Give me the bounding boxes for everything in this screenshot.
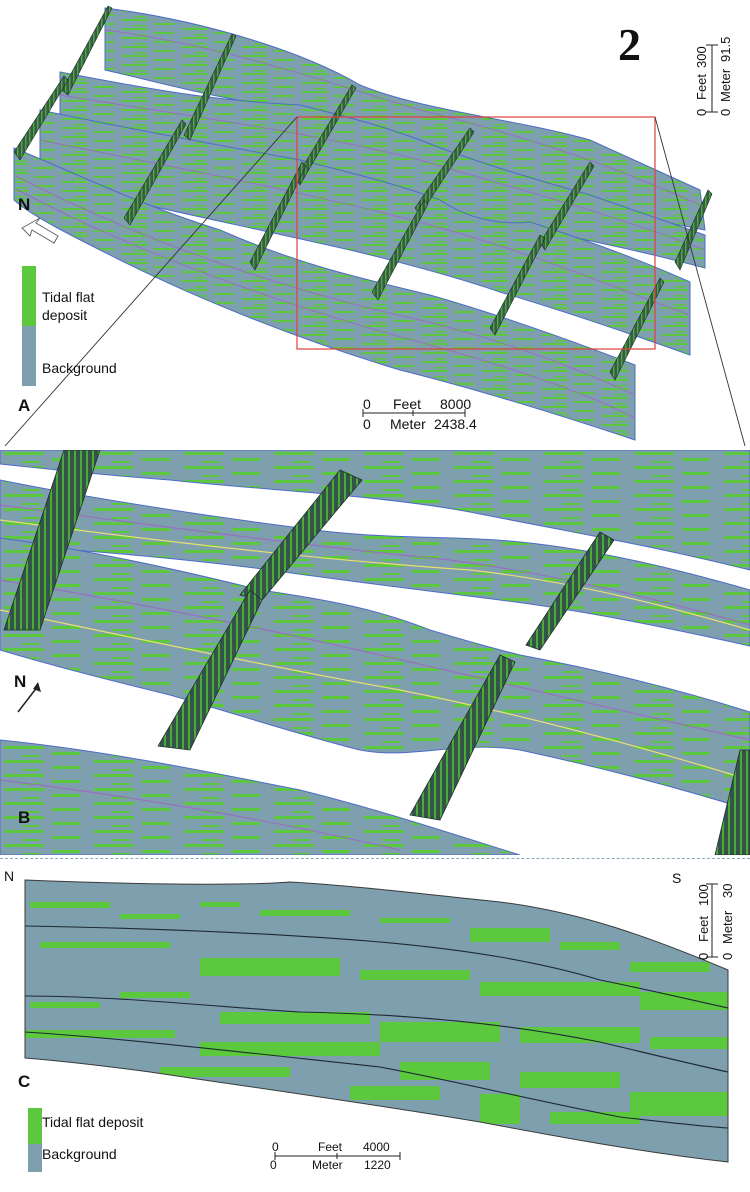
vscale-feet-start: 0 <box>694 108 709 116</box>
horizon-lines-b <box>0 504 750 851</box>
vscale-c-meter-end: 30 <box>720 883 735 898</box>
scale-meter-start: 0 <box>363 416 371 432</box>
vertical-scale-bar <box>706 44 718 113</box>
north-label-c: N <box>4 868 15 884</box>
horizon-lines <box>13 29 706 419</box>
scale-c-feet-start: 0 <box>272 1140 279 1154</box>
horizontal-scale-bar-c <box>274 1152 401 1160</box>
south-label-c: S <box>672 870 682 886</box>
scale-meter-end: 2438.4 <box>434 416 477 432</box>
panel-a: 2 N Tidal flat deposit Background A 0 Fe… <box>0 0 750 446</box>
legend-c-swatch-background <box>28 1144 42 1172</box>
scale-c-meter-start: 0 <box>270 1158 277 1172</box>
scale-c-meter-end: 1220 <box>364 1158 391 1172</box>
vscale-feet-end: 300 <box>694 46 709 68</box>
north-label: N <box>18 195 31 214</box>
scale-feet-start: 0 <box>363 396 371 412</box>
cross-walls <box>13 5 713 381</box>
scale-c-feet-end: 4000 <box>363 1140 390 1154</box>
horizontal-scale-bar <box>362 409 466 417</box>
panel-c: N S C Tidal flat deposit Background 0 Fe… <box>0 862 750 1192</box>
scale-meter-unit: Meter <box>390 416 426 432</box>
vscale-feet-unit: Feet <box>694 73 709 100</box>
north-arrow-b-icon <box>17 682 41 713</box>
legend-c-swatch-tidal <box>28 1108 42 1144</box>
vertical-scale-bar-c <box>706 883 718 958</box>
legend-c-label-background: Background <box>42 1146 117 1162</box>
scale-c-meter-unit: Meter <box>312 1158 343 1172</box>
vscale-c-meter-start: 0 <box>720 952 735 960</box>
figure-number: 2 <box>618 19 641 70</box>
wall-ew-4 <box>13 147 636 441</box>
fence-diagram-overview <box>4 5 746 446</box>
vscale-c-feet-start: 0 <box>696 952 711 960</box>
horizon-lines-c <box>24 925 729 1129</box>
legend-swatch-tidal <box>22 266 36 326</box>
panel-label-c: C <box>18 1072 31 1091</box>
scale-c-feet-unit: Feet <box>318 1140 343 1154</box>
cross-section <box>24 879 729 1163</box>
legend-c-label-tidal: Tidal flat deposit <box>42 1114 144 1130</box>
fence-diagram-zoom <box>0 450 750 855</box>
panel-b: N B <box>0 450 750 855</box>
wall-b-4 <box>0 739 521 855</box>
panel-label-b: B <box>18 808 31 827</box>
vscale-c-feet-end: 100 <box>696 884 711 906</box>
vscale-meter-end: 91.5 <box>718 36 733 62</box>
scale-feet-end: 8000 <box>440 396 472 412</box>
legend-label-background: Background <box>42 360 117 376</box>
panel-divider <box>0 858 750 859</box>
north-label-b: N <box>14 672 27 691</box>
vscale-c-meter-unit: Meter <box>720 910 735 944</box>
vscale-c-feet-unit: Feet <box>696 915 711 942</box>
section-outline <box>24 879 729 1163</box>
zoom-box <box>296 116 656 350</box>
cross-walls-b <box>3 450 750 855</box>
north-arrow-icon <box>21 217 59 244</box>
vscale-meter-start: 0 <box>718 108 733 116</box>
panel-label-a: A <box>18 396 31 415</box>
wall-ew-3 <box>39 109 691 356</box>
vscale-meter-unit: Meter <box>718 68 733 102</box>
legend-label-tidal: Tidal flat deposit <box>42 289 95 323</box>
tidal-flat-patches <box>25 902 728 1124</box>
legend-swatch-background <box>22 326 36 386</box>
scale-feet-unit: Feet <box>393 396 422 412</box>
